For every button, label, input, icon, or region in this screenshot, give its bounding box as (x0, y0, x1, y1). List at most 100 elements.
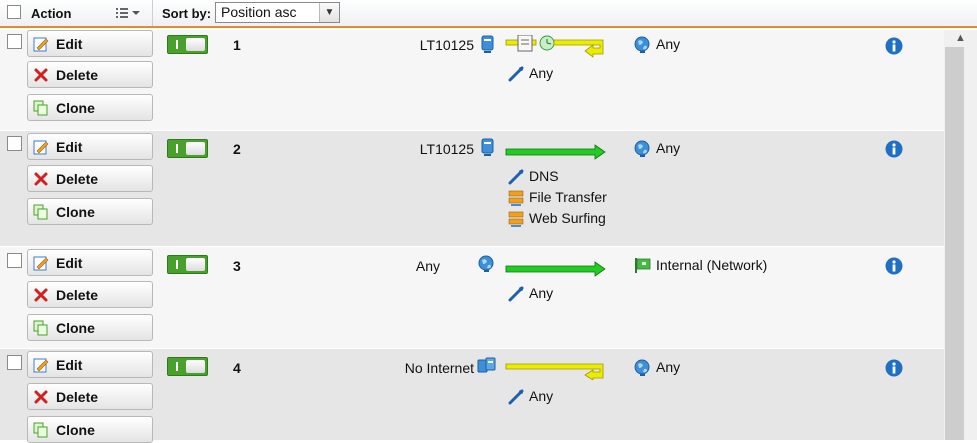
enabled-toggle[interactable] (167, 35, 208, 54)
globe-icon (478, 255, 496, 273)
clone-icon (33, 100, 49, 116)
edit-button[interactable]: Edit (27, 351, 153, 378)
service-label: File Transfer (529, 189, 607, 205)
rule-source: Any (415, 258, 440, 274)
service-icon (508, 286, 524, 302)
select-all-checkbox[interactable] (7, 5, 21, 19)
clone-button[interactable]: Clone (27, 94, 153, 121)
rule-source: No Internet (404, 360, 474, 376)
clone-button[interactable]: Clone (27, 198, 153, 225)
edit-button[interactable]: Edit (27, 133, 153, 160)
clone-button-label: Clone (56, 100, 95, 116)
delete-button[interactable]: Delete (27, 61, 153, 88)
computer-icon (480, 138, 496, 156)
destination-label: Any (656, 359, 681, 375)
service-icon (508, 66, 524, 82)
service-label: Any (529, 65, 554, 81)
clone-button[interactable]: Clone (27, 416, 153, 443)
scrollbar-thumb[interactable] (945, 47, 964, 440)
service-label: Any (529, 285, 554, 301)
rule-row: Edit Delete Clone 2 LT10125 DNS File Tra… (0, 130, 944, 246)
clone-button-label: Clone (56, 422, 95, 438)
rule-row: Edit Delete Clone 4 No Internet Any Any (0, 348, 944, 443)
vertical-scrollbar[interactable]: ▲ (944, 30, 977, 440)
sort-label: Sort by: (162, 6, 212, 21)
delete-icon (33, 389, 49, 405)
row-checkbox[interactable] (7, 34, 22, 49)
info-icon[interactable] (885, 140, 903, 158)
rule-position: 2 (233, 141, 241, 157)
edit-icon (33, 36, 49, 52)
service-group-icon (508, 211, 524, 227)
row-checkbox[interactable] (7, 253, 22, 268)
scheduled-block-arrow (505, 34, 607, 61)
destination-label: Any (656, 36, 681, 52)
info-icon[interactable] (885, 257, 903, 275)
edit-button[interactable]: Edit (27, 30, 153, 57)
rule-source: LT10125 (419, 141, 474, 157)
service-group-icon (508, 190, 524, 206)
delete-button[interactable]: Delete (27, 383, 153, 410)
delete-icon (33, 287, 49, 303)
service-icon (508, 389, 524, 405)
rule-row: Edit Delete Clone 3 Any Any Internal (Ne… (0, 246, 944, 348)
computer-group-icon (477, 357, 497, 375)
edit-icon (33, 255, 49, 271)
chevron-down-icon[interactable]: ▼ (319, 3, 339, 22)
destination-label: Any (656, 140, 681, 156)
delete-button[interactable]: Delete (27, 281, 153, 308)
network-flag-icon (634, 257, 651, 274)
service-label: DNS (529, 168, 559, 184)
clone-button-label: Clone (56, 204, 95, 220)
enabled-toggle[interactable] (167, 255, 208, 274)
delete-icon (33, 171, 49, 187)
info-icon[interactable] (885, 37, 903, 55)
clone-icon (33, 204, 49, 220)
delete-button[interactable]: Delete (27, 165, 153, 192)
delete-button-label: Delete (56, 171, 99, 187)
edit-button-label: Edit (56, 357, 83, 373)
clone-icon (33, 422, 49, 438)
clone-button[interactable]: Clone (27, 314, 153, 341)
allow-arrow (505, 143, 607, 161)
scroll-up-icon[interactable]: ▲ (955, 32, 966, 44)
service-icon (508, 169, 524, 185)
delete-icon (33, 67, 49, 83)
enabled-toggle[interactable] (167, 357, 208, 376)
service-label: Any (529, 388, 554, 404)
row-checkbox[interactable] (7, 355, 22, 370)
delete-button-label: Delete (56, 67, 99, 83)
action-column-header: Action (31, 6, 72, 21)
row-checkbox[interactable] (7, 136, 22, 151)
edit-button[interactable]: Edit (27, 249, 153, 276)
sort-select-value: Position asc (221, 4, 297, 20)
rule-source: LT10125 (419, 37, 474, 53)
info-icon[interactable] (885, 359, 903, 377)
service-label: Web Surfing (529, 210, 606, 226)
enabled-toggle[interactable] (167, 139, 208, 158)
edit-icon (33, 357, 49, 373)
edit-button-label: Edit (56, 255, 83, 271)
table-header: Action Sort by: Position asc ▼ (0, 0, 977, 28)
globe-icon (634, 359, 651, 376)
delete-button-label: Delete (56, 389, 99, 405)
edit-button-label: Edit (56, 36, 83, 52)
clone-button-label: Clone (56, 320, 95, 336)
block-arrow (505, 360, 607, 381)
edit-button-label: Edit (56, 139, 83, 155)
rule-row: Edit Delete Clone 1 LT10125 Any (0, 30, 944, 130)
rule-position: 1 (233, 37, 241, 53)
allow-arrow (505, 260, 607, 278)
destination-label: Internal (Network) (656, 257, 768, 273)
edit-icon (33, 139, 49, 155)
column-menu-icon[interactable] (114, 5, 148, 21)
clone-icon (33, 320, 49, 336)
header-divider (152, 0, 153, 26)
computer-icon (480, 35, 496, 53)
sort-select[interactable]: Position asc ▼ (215, 2, 340, 23)
delete-button-label: Delete (56, 287, 99, 303)
globe-icon (634, 140, 651, 157)
globe-icon (634, 36, 651, 53)
rule-position: 4 (233, 360, 241, 376)
rule-position: 3 (233, 258, 241, 274)
